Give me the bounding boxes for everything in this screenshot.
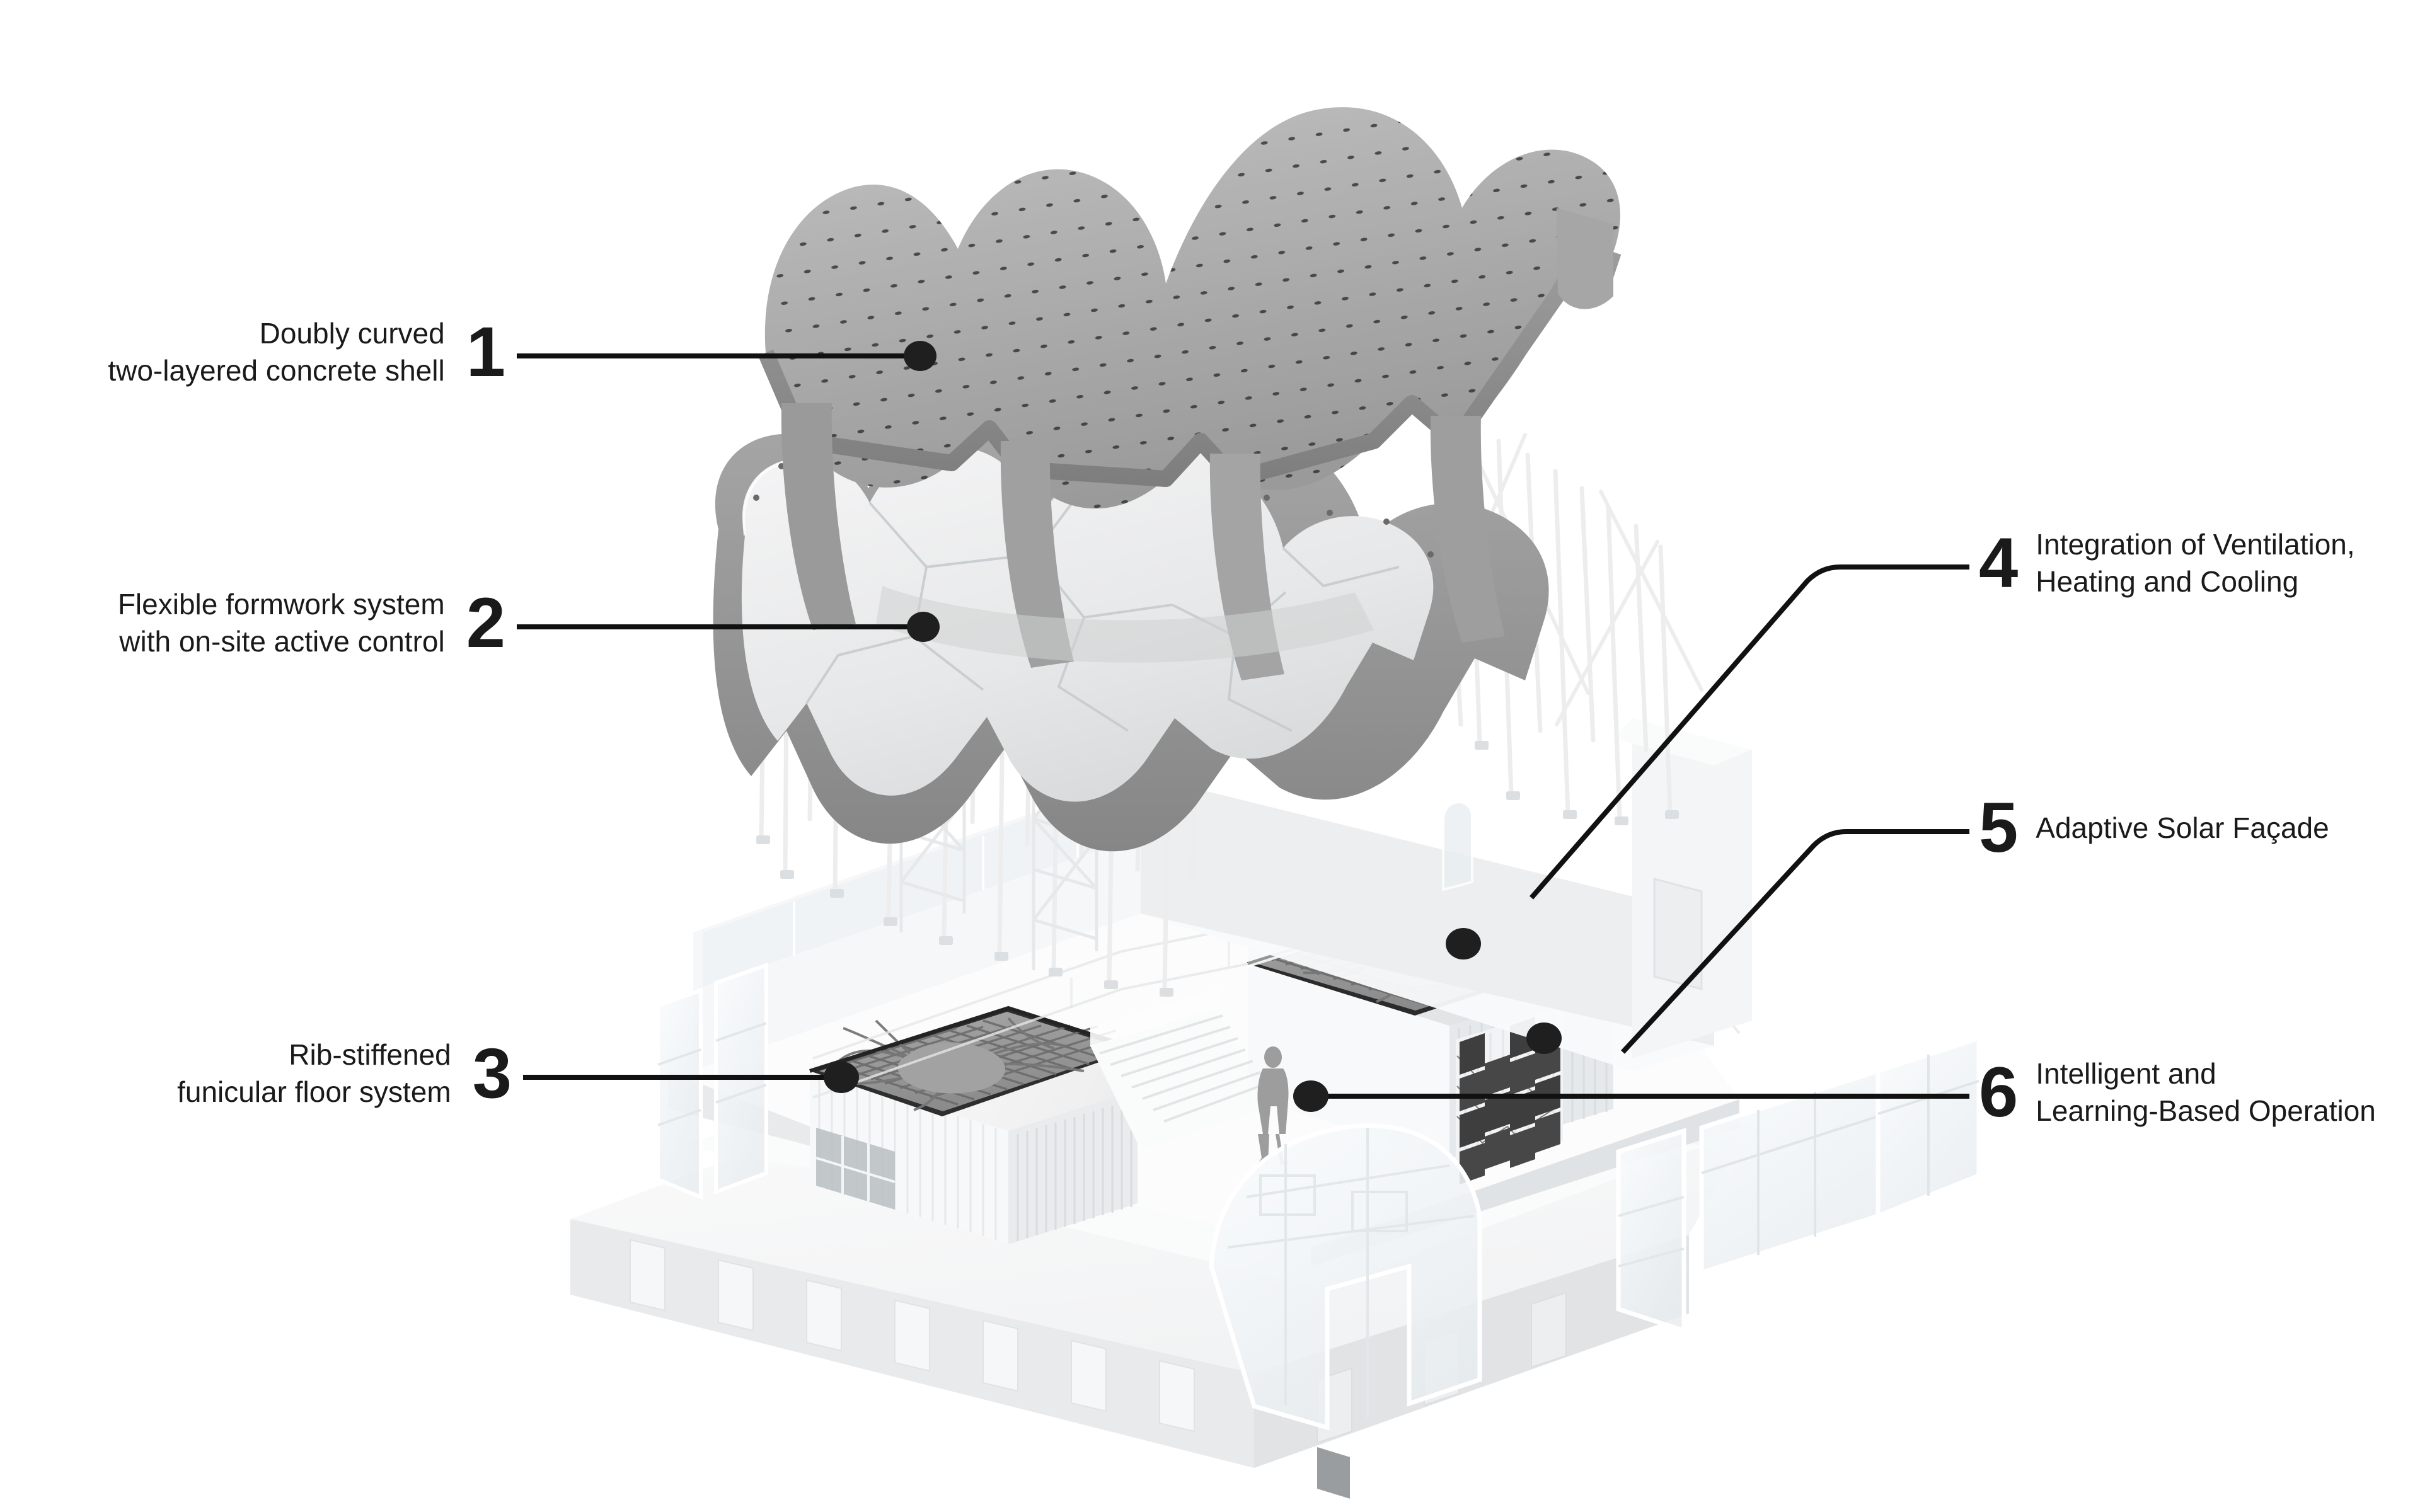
stair — [1090, 988, 1267, 1150]
human-figure — [1257, 1046, 1289, 1166]
callout-5-text: Adaptive Solar Façade — [2036, 811, 2329, 844]
funicular-floor-left-assembly — [809, 1005, 1138, 1244]
callout-3-number: 3 — [472, 1033, 512, 1113]
callout-2: Flexible formwork system with on-site ac… — [88, 583, 505, 662]
callout-3-text: Rib-stiffened funicular floor system — [177, 1038, 451, 1108]
callout-6-text: Intelligent and Learning-Based Operation — [2036, 1057, 2376, 1127]
callout-2-number: 2 — [466, 583, 505, 662]
callout-4: 4 Integration of Ventilation, Heating an… — [1979, 526, 2355, 600]
callout-5-number: 5 — [1979, 788, 2018, 867]
callout-2-text: Flexible formwork system with on-site ac… — [117, 588, 445, 658]
callout-3: Rib-stiffened funicular floor system 3 — [145, 1033, 512, 1113]
callout-5: 5 Adaptive Solar Façade — [1979, 793, 2329, 863]
glass-facade-panels — [656, 962, 1981, 1431]
callout-6-number: 6 — [1979, 1052, 2018, 1131]
concrete-shell — [758, 107, 1622, 680]
callout-1-number: 1 — [466, 312, 505, 391]
callout-4-text: Integration of Ventilation, Heating and … — [2036, 528, 2355, 598]
callout-6: 6 Intelligent and Learning-Based Operati… — [1979, 1055, 2376, 1130]
callout-1-text: Doubly curved two-layered concrete shell — [108, 317, 445, 387]
callout-1: Doubly curved two-layered concrete shell… — [108, 312, 505, 391]
callout-4-number: 4 — [1979, 523, 2018, 602]
